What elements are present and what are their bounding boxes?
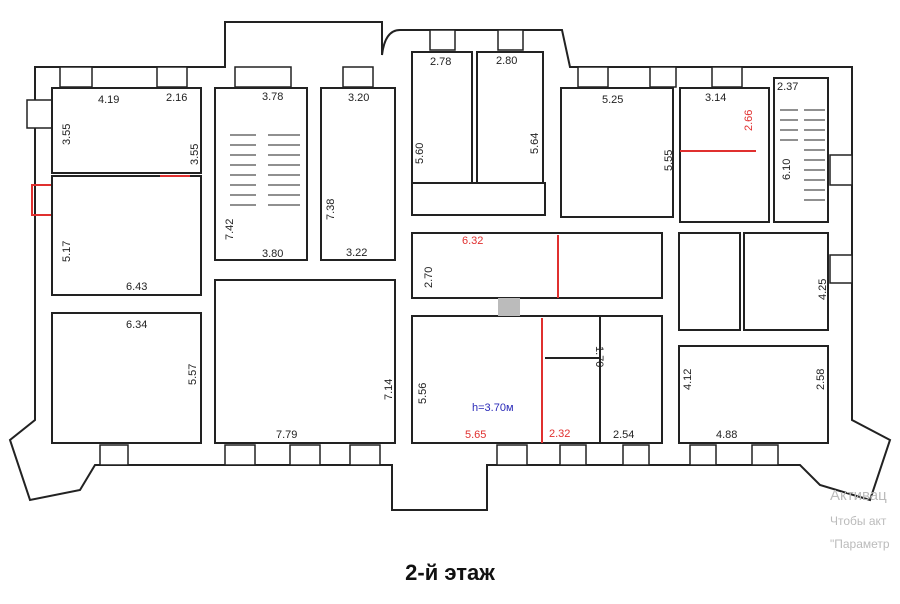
dim: 2.80 [496,55,517,67]
dim: 2.70 [423,267,435,288]
dim: 6.10 [781,159,793,180]
dim: 4.25 [817,279,829,300]
dim: 1.70 [593,346,605,367]
staircase-icon [230,109,825,206]
dim: 3.78 [262,91,283,103]
dim: 7.42 [224,219,236,240]
rooms [51,51,829,444]
ceiling-height-label: h=3.70м [472,402,514,414]
dim: 7.79 [276,429,297,441]
dim: 3.80 [262,248,283,260]
dim: 7.38 [325,199,337,220]
dim: 5.25 [602,94,623,106]
dim: 2.78 [430,56,451,68]
watermark-line: Активац [830,487,887,504]
dim: 2.32 [549,428,570,440]
dim: 3.55 [189,144,201,165]
outer-wall [8,21,892,511]
dim: 2.58 [815,369,827,390]
dim: 5.65 [465,429,486,441]
dim: 5.60 [414,143,426,164]
dim: 6.43 [126,281,147,293]
dim: 4.12 [682,369,694,390]
dim: 2.37 [777,81,798,93]
dim: 3.14 [705,92,726,104]
windows [26,29,853,466]
dim: 2.16 [166,92,187,104]
dim: 5.57 [187,364,199,385]
dim: 2.66 [743,110,755,131]
dim: 4.19 [98,94,119,106]
dim: 3.20 [348,92,369,104]
dim: 5.55 [663,150,675,171]
floor-title: 2-й этаж [405,560,495,585]
new-partitions [160,150,756,443]
dimension-labels: 4.19 2.16 3.55 3.55 5.17 6.43 3.78 7.42 … [61,55,829,441]
dim: 3.22 [346,247,367,259]
dim: 2.54 [613,429,634,441]
dim: 5.56 [417,383,429,404]
dim: 6.34 [126,319,147,331]
dim: 5.64 [529,133,541,154]
dim: 3.55 [61,124,73,145]
watermark-line: Чтобы акт [830,514,887,528]
dim: 4.88 [716,429,737,441]
dim: 7.14 [383,379,395,400]
watermark-line: "Параметр [830,537,890,551]
dim: 5.17 [61,241,73,262]
dim: 6.32 [462,235,483,247]
